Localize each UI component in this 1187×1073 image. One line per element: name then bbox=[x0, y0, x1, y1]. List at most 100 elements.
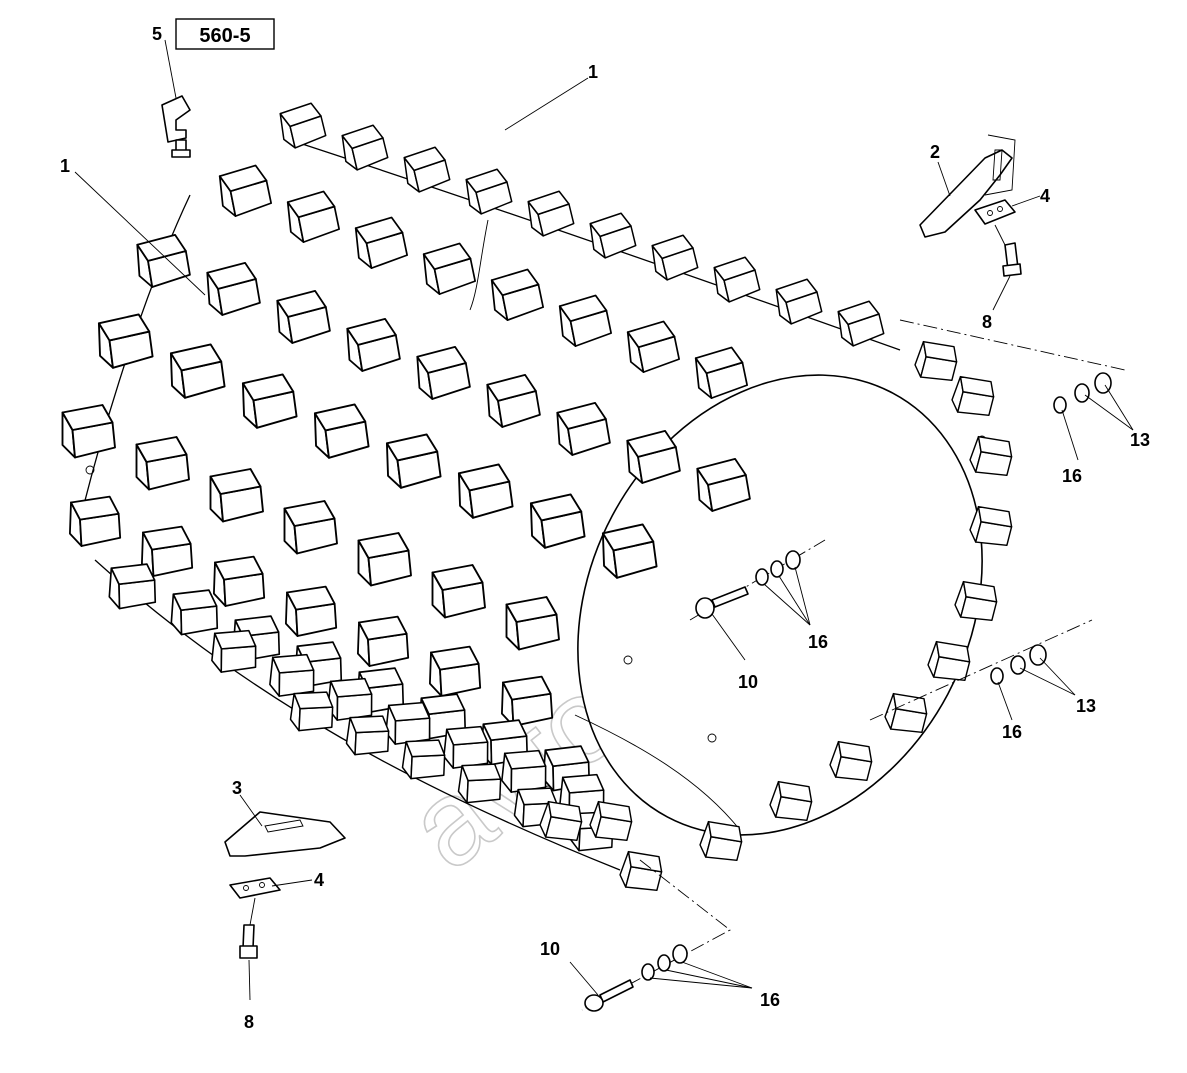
pad-foot bbox=[699, 820, 743, 862]
pad-foot bbox=[61, 404, 116, 459]
pad-foot bbox=[457, 463, 514, 519]
label-1-left: 1 bbox=[60, 156, 70, 176]
leader-line-10 bbox=[711, 613, 746, 661]
pad-foot bbox=[837, 300, 885, 347]
leader-line-16 bbox=[778, 575, 811, 626]
leader-line-5 bbox=[164, 39, 177, 99]
washer bbox=[785, 550, 801, 570]
bolt-head bbox=[1002, 263, 1022, 277]
pad-foot bbox=[775, 278, 823, 325]
pad-feet-group bbox=[61, 102, 1013, 892]
pad-foot bbox=[69, 495, 122, 547]
pad-foot bbox=[279, 102, 327, 149]
pad-foot bbox=[136, 233, 191, 288]
pad-foot bbox=[170, 589, 219, 636]
bolt-head bbox=[584, 994, 604, 1012]
pad-foot bbox=[501, 675, 554, 727]
leader-line-2 bbox=[937, 161, 951, 197]
leader-line-16 bbox=[681, 961, 753, 989]
pad-foot bbox=[354, 216, 408, 269]
pad-foot bbox=[558, 294, 612, 347]
leader-line-8-top bbox=[992, 275, 1011, 311]
pad-foot bbox=[651, 234, 699, 281]
washer bbox=[1074, 383, 1090, 403]
pad-foot bbox=[429, 645, 482, 697]
bolt-head bbox=[239, 945, 258, 959]
scraper-part-3 bbox=[224, 794, 346, 857]
leader-line-4-bottom bbox=[271, 879, 313, 887]
axis-line bbox=[899, 319, 1126, 371]
pad-foot bbox=[589, 212, 637, 259]
label-16-top: 16 bbox=[1062, 466, 1082, 486]
leader-line-13 bbox=[1019, 667, 1076, 696]
leader-line-16 bbox=[649, 977, 753, 989]
pad-foot bbox=[490, 268, 544, 321]
leader-line-8-bottom bbox=[248, 959, 251, 1001]
axis-line bbox=[869, 619, 1093, 721]
label-3: 3 bbox=[232, 778, 242, 798]
plate-bottom bbox=[229, 877, 281, 899]
pad-foot bbox=[969, 435, 1013, 477]
label-10-mid: 10 bbox=[738, 672, 758, 692]
pad-foot bbox=[914, 340, 958, 382]
end-plate-fold bbox=[574, 714, 741, 831]
leader-line-13 bbox=[1039, 657, 1076, 696]
pad-foot bbox=[108, 563, 157, 610]
pad-foot bbox=[713, 256, 761, 303]
hardware-middle bbox=[689, 539, 826, 661]
pad-foot bbox=[327, 677, 373, 721]
pad-foot bbox=[218, 164, 272, 217]
leader-line-13 bbox=[1104, 384, 1134, 431]
pad-foot bbox=[829, 740, 873, 782]
pad-foot bbox=[601, 523, 658, 579]
pad-foot bbox=[529, 493, 586, 549]
label-16-mid: 16 bbox=[808, 632, 828, 652]
lug-hole bbox=[707, 733, 717, 743]
label-4-top: 4 bbox=[1040, 186, 1050, 206]
pad-foot bbox=[313, 403, 370, 459]
label-13-top: 13 bbox=[1130, 430, 1150, 450]
pad-foot bbox=[416, 345, 471, 400]
leader-line-16 bbox=[1061, 409, 1079, 461]
bolt-head bbox=[695, 597, 715, 619]
leader-line-16 bbox=[794, 566, 811, 626]
scraper-bracket bbox=[984, 134, 1016, 196]
pad-foot bbox=[206, 261, 261, 316]
pad-foot bbox=[954, 580, 998, 622]
bolt-shank bbox=[599, 979, 634, 1003]
label-8-bottom: 8 bbox=[244, 1012, 254, 1032]
pad-foot bbox=[169, 343, 226, 399]
drum-top-edge bbox=[289, 139, 901, 351]
drum-bottom-edge bbox=[94, 559, 621, 871]
reference-box bbox=[175, 18, 275, 50]
pad-foot bbox=[589, 800, 633, 842]
leader-line-1-left bbox=[74, 171, 206, 296]
pad-foot bbox=[346, 317, 401, 372]
washer bbox=[657, 954, 671, 972]
pad-foot bbox=[283, 500, 338, 555]
pad-foot bbox=[213, 555, 266, 607]
pad-foot bbox=[619, 850, 663, 892]
scraper-slot bbox=[992, 149, 1003, 181]
pad-foot bbox=[486, 373, 541, 428]
pad-foot bbox=[626, 320, 680, 373]
bolt-part-8-top bbox=[992, 224, 1022, 311]
scraper-blade-top bbox=[919, 149, 1013, 238]
washer bbox=[672, 944, 688, 964]
clamp-nut bbox=[171, 149, 191, 158]
pad-foot bbox=[696, 457, 751, 512]
drum-end-plate bbox=[577, 374, 983, 836]
pad-foot bbox=[951, 375, 995, 417]
pad-foot bbox=[443, 725, 489, 769]
pad-foot bbox=[401, 739, 446, 780]
label-16-bottom: 16 bbox=[760, 990, 780, 1010]
hardware-lower-right bbox=[869, 619, 1093, 721]
pad-foot bbox=[539, 800, 583, 842]
pad-foot bbox=[626, 429, 681, 484]
washer bbox=[641, 963, 655, 981]
pad-foot bbox=[135, 436, 190, 491]
washer bbox=[990, 667, 1004, 685]
pad-foot bbox=[927, 640, 971, 682]
label-2: 2 bbox=[930, 142, 940, 162]
